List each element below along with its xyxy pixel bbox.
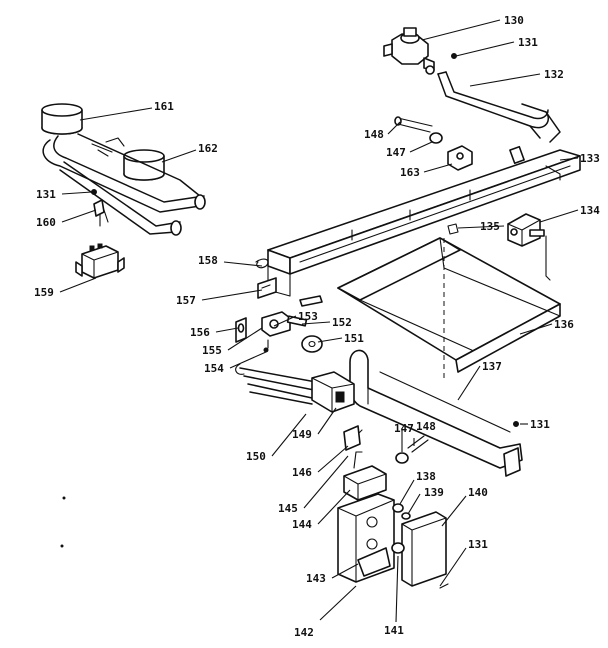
callout-156: 156: [190, 326, 210, 339]
orifice-147b-148b: [395, 435, 429, 464]
callout-151: 151: [344, 332, 364, 345]
bracket-156: [235, 317, 247, 343]
callout-137: 137: [482, 360, 502, 373]
callout-138: 138: [416, 470, 436, 483]
wire-150: [235, 363, 317, 405]
pressure-regulator-130: [383, 27, 435, 75]
bracket-157: [257, 277, 277, 299]
callout-159: 159: [34, 286, 54, 299]
callout-143: 143: [306, 572, 326, 585]
callout-132: 132: [544, 68, 564, 81]
fitting-141: [391, 542, 405, 554]
top-burner-162: [123, 149, 165, 181]
thermostat-134: [507, 213, 551, 281]
callout-144: 144: [292, 518, 312, 531]
clip-135: [447, 223, 459, 235]
bracket-145: [343, 425, 361, 451]
valve-152: [261, 295, 323, 337]
callout-150: 150: [246, 450, 266, 463]
valve-163: [447, 145, 473, 171]
cover-box-140: [401, 511, 447, 587]
burner-tubes: [42, 133, 206, 236]
callout-148: 148: [416, 420, 436, 433]
callout-152: 152: [332, 316, 352, 329]
callout-146: 146: [292, 466, 312, 479]
callout-131: 131: [36, 188, 56, 201]
callout-139: 139: [424, 486, 444, 499]
orifice-138-139: [392, 503, 411, 520]
callout-133: 133: [580, 152, 600, 165]
callout-148: 148: [364, 128, 384, 141]
igniter-electrode-160: [93, 199, 109, 227]
orifice-148a: [394, 116, 433, 133]
callout-131: 131: [468, 538, 488, 551]
screws-154-155: [263, 339, 269, 353]
igniter-144: [343, 451, 387, 501]
callout-161: 161: [154, 100, 174, 113]
callout-147: 147: [394, 422, 414, 435]
top-burner-161: [41, 103, 83, 135]
callout-131: 131: [530, 418, 550, 431]
leader-lines: [59, 19, 579, 623]
callout-130: 130: [504, 14, 524, 27]
clip-158: [255, 258, 269, 269]
callout-131: 131: [518, 36, 538, 49]
callout-149: 149: [292, 428, 312, 441]
callout-147: 147: [386, 146, 406, 159]
callout-154: 154: [204, 362, 224, 375]
spark-module-159: [75, 243, 125, 279]
scan-specks: [60, 496, 66, 548]
callout-157: 157: [176, 294, 196, 307]
washer-151: [301, 335, 323, 353]
manifold-rail-133: [267, 149, 581, 297]
callout-153: 153: [298, 310, 318, 323]
callout-134: 134: [580, 204, 600, 217]
mounting-plate-143: [337, 493, 395, 583]
callout-135: 135: [480, 220, 500, 233]
igniter-149: [311, 371, 355, 413]
callout-158: 158: [198, 254, 218, 267]
callout-160: 160: [36, 216, 56, 229]
callout-labels: 130 131 132 161 162 148 147 163 133 131 …: [34, 14, 600, 639]
callout-140: 140: [468, 486, 488, 499]
callout-155: 155: [202, 344, 222, 357]
gas-supply-pipe-132: [437, 71, 561, 165]
callout-141: 141: [384, 624, 404, 637]
callout-145: 145: [278, 502, 298, 515]
callout-142: 142: [294, 626, 314, 639]
callout-163: 163: [400, 166, 420, 179]
screw-131-set: [91, 53, 519, 589]
callout-162: 162: [198, 142, 218, 155]
pan-136: [337, 237, 561, 380]
orifice-147a: [429, 132, 443, 144]
callout-136: 136: [554, 318, 574, 331]
